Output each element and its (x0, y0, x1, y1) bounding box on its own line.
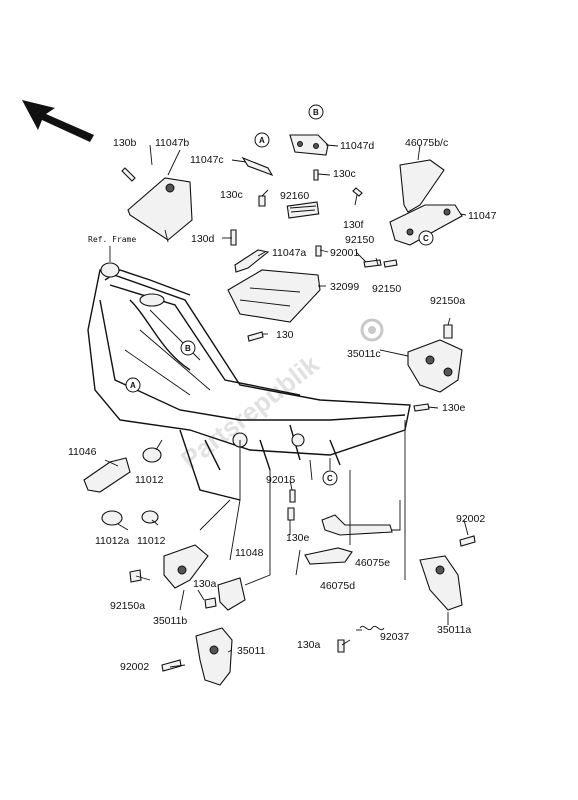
bolt-92001 (315, 245, 322, 257)
label-92002-right: 92002 (456, 513, 485, 525)
label-46075bc: 46075b/c (405, 137, 448, 149)
label-92150a-lower: 92150a (110, 600, 145, 612)
svg-text:C: C (423, 234, 429, 243)
label-92150-upper: 92150 (345, 234, 374, 246)
plug-11012-b (141, 510, 159, 524)
tray-32099 (227, 269, 321, 323)
label-11047d: 11047d (340, 140, 374, 152)
bolt-92150 (363, 259, 382, 268)
label-130a-right: 130a (297, 639, 321, 651)
bolt-92015 (289, 489, 296, 503)
label-35011b: 35011b (153, 615, 187, 627)
label-11047: 11047 (468, 210, 497, 222)
marker-b-upper: B (308, 104, 324, 120)
bracket-35011 (161, 627, 233, 686)
marker-c-frame: C (322, 470, 338, 486)
svg-text:B: B (313, 108, 319, 117)
label-11046: 11046 (68, 446, 97, 458)
bar-46075d (304, 547, 353, 565)
step-bar-46075bc (352, 159, 445, 213)
marker-b-frame: B (180, 340, 196, 356)
label-11012-upper: 11012 (135, 474, 164, 486)
label-130b: 130b (113, 137, 137, 149)
label-130f: 130f (343, 219, 364, 231)
svg-text:A: A (130, 381, 136, 390)
bracket-35011b (129, 544, 209, 589)
watermark-text: Partsrepublik (175, 348, 325, 474)
bracket-11047c (241, 156, 274, 207)
label-92037: 92037 (380, 631, 409, 643)
main-frame (87, 262, 411, 501)
label-130e-right: 130e (442, 402, 466, 414)
bracket-35011c (407, 324, 463, 393)
plug-11012a (101, 510, 123, 526)
front-direction-arrow (22, 100, 94, 142)
label-11047b: 11047b (155, 137, 189, 149)
leader-lines (104, 144, 469, 668)
plug-11012 (142, 447, 162, 463)
marker-a-upper: A (254, 132, 270, 148)
label-35011c: 35011c (347, 348, 381, 360)
label-92150a-upper: 92150a (430, 295, 465, 307)
label-92001: 92001 (330, 247, 359, 259)
label-130e-lower: 130e (286, 532, 310, 544)
label-46075e: 46075e (355, 557, 390, 569)
label-130c-right: 130c (333, 168, 356, 180)
label-130c-left: 130c (220, 189, 243, 201)
marker-c-upper: C (418, 230, 434, 246)
label-130d: 130d (191, 233, 215, 245)
label-11012a: 11012a (95, 535, 129, 547)
bracket-11047b (121, 167, 193, 243)
bar-46075e (321, 514, 393, 536)
label-11047c: 11047c (190, 154, 224, 166)
part-labels: 130b 11047b 11047c 11047d 46075b/c 130c … (68, 137, 497, 673)
svg-text:A: A (259, 136, 265, 145)
label-11012-lower: 11012 (137, 535, 166, 547)
bolt-130a-b (337, 639, 345, 653)
bracket-11048 (217, 577, 246, 611)
bolt-130a (204, 597, 217, 609)
bracket-11047a (230, 229, 270, 273)
bracket-11047 (389, 204, 463, 246)
label-35011a: 35011a (437, 624, 471, 636)
label-11048: 11048 (235, 547, 264, 559)
label-32099: 32099 (330, 281, 359, 293)
ref-frame-label: Ref. Frame (88, 235, 136, 244)
label-92015: 92015 (266, 474, 295, 486)
label-11047a: 11047a (272, 247, 306, 259)
spring-92037 (359, 625, 385, 631)
label-92002-left: 92002 (120, 661, 149, 673)
label-92150-lower: 92150 (372, 283, 401, 295)
label-130a-left: 130a (193, 578, 217, 590)
label-35011: 35011 (237, 645, 266, 657)
bracket-35011a (419, 535, 476, 611)
marker-a-frame: A (125, 377, 141, 393)
bracket-11047d (289, 134, 329, 181)
bolt-130e-b (287, 507, 295, 521)
bolt-92150-b (383, 259, 398, 268)
label-46075d: 46075d (320, 580, 355, 592)
bolt-130 (247, 331, 264, 342)
label-92160: 92160 (280, 190, 309, 202)
label-130: 130 (276, 329, 294, 341)
svg-text:C: C (327, 474, 333, 483)
bolt-130e (413, 403, 430, 412)
svg-text:B: B (185, 344, 191, 353)
bracket-11046 (83, 457, 131, 493)
